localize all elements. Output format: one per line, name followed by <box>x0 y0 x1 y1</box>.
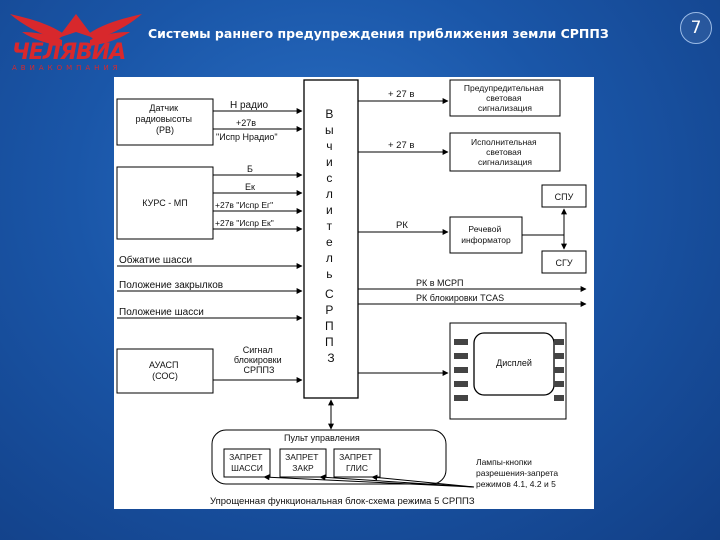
button-glis <box>333 448 381 478</box>
sgu-block <box>541 250 587 274</box>
lamp-buttons-label: Лампы-кнопки разрешения-запрета режимов … <box>476 457 560 489</box>
flaps-position-label: Положение закрылков <box>119 280 223 291</box>
page-title: Системы раннего предупреждения приближен… <box>148 26 609 41</box>
rk-label: РК <box>396 220 408 231</box>
display-label: Дисплей <box>496 358 532 368</box>
sensor-rv-label: Датчик радиовысоты (РВ) <box>135 103 194 135</box>
signal-ek: Ек <box>245 182 255 192</box>
logo-text: ЧЕЛЯВИА <box>12 40 126 65</box>
executive-signal-label: Исполнительная световая сигнализация <box>471 137 539 167</box>
sgu-label: СГУ <box>555 258 572 268</box>
button-chassis-label: ЗАПРЕТ ШАССИ <box>229 452 265 473</box>
display-buttons <box>454 339 564 401</box>
button-glis-label: ЗАПРЕТ ГЛИС <box>339 452 375 473</box>
ausp-label: АУАСП (СОС) <box>149 360 181 381</box>
executive-signal-block <box>449 132 561 172</box>
plus27-label-2: + 27 в <box>388 140 414 151</box>
signal-ispr-eg: +27в "Испр Ег" <box>215 200 273 210</box>
spu-label: СПУ <box>555 192 574 202</box>
logo-subtitle: АВИАКОМПАНИЯ <box>12 64 122 72</box>
control-panel-label: Пульт управления <box>284 433 360 443</box>
warning-signal-block <box>449 79 561 117</box>
chassis-position-label: Положение шасси <box>119 307 204 318</box>
rk-msrp-label: РК в МСРП <box>416 278 464 288</box>
diagram-panel: В ы ч и с л и т е л ь С Р П П З Датчик р… <box>114 77 594 509</box>
plus27-label-1: + 27 в <box>388 89 414 100</box>
speech-informer-label: Речевой информатор <box>461 224 511 245</box>
button-flaps-label: ЗАПРЕТ ЗАКР <box>285 452 321 473</box>
block-diagram: В ы ч и с л и т е л ь С Р П П З Датчик р… <box>116 79 587 507</box>
chassis-compression-label: Обжатие шасси <box>119 254 192 266</box>
signal-b: Б <box>247 164 253 174</box>
signal-ispr-ek: +27в "Испр Ек" <box>215 218 274 228</box>
warning-signal-label: Предупредительная световая сигнализация <box>464 83 546 113</box>
button-flaps <box>279 448 327 478</box>
button-chassis <box>223 448 271 478</box>
computer-block <box>303 79 359 399</box>
kurs-mp-label: КУРС - МП <box>142 198 187 208</box>
page-number-badge: 7 <box>680 12 712 44</box>
sensor-rv-block <box>116 98 214 146</box>
logo-wings-icon <box>10 14 142 46</box>
ausp-block <box>116 348 214 394</box>
computer-label: В ы ч и с л и т е л ь С Р П П З <box>325 107 337 365</box>
signal-27v: +27в <box>236 118 256 128</box>
signal-hradio: Н радио <box>230 100 269 111</box>
kurs-mp-block <box>116 166 214 240</box>
diagram-caption: Упрощенная функциональная блок-схема реж… <box>210 496 475 507</box>
signal-ispr-hradio: "Испр Нрадио" <box>216 132 278 142</box>
spu-block <box>541 184 587 208</box>
display-screen <box>473 332 555 396</box>
rk-tcas-label: РК блокировки TCAS <box>416 293 504 303</box>
blocking-signal-label: Сигнал блокировки СРППЗ <box>234 345 284 375</box>
